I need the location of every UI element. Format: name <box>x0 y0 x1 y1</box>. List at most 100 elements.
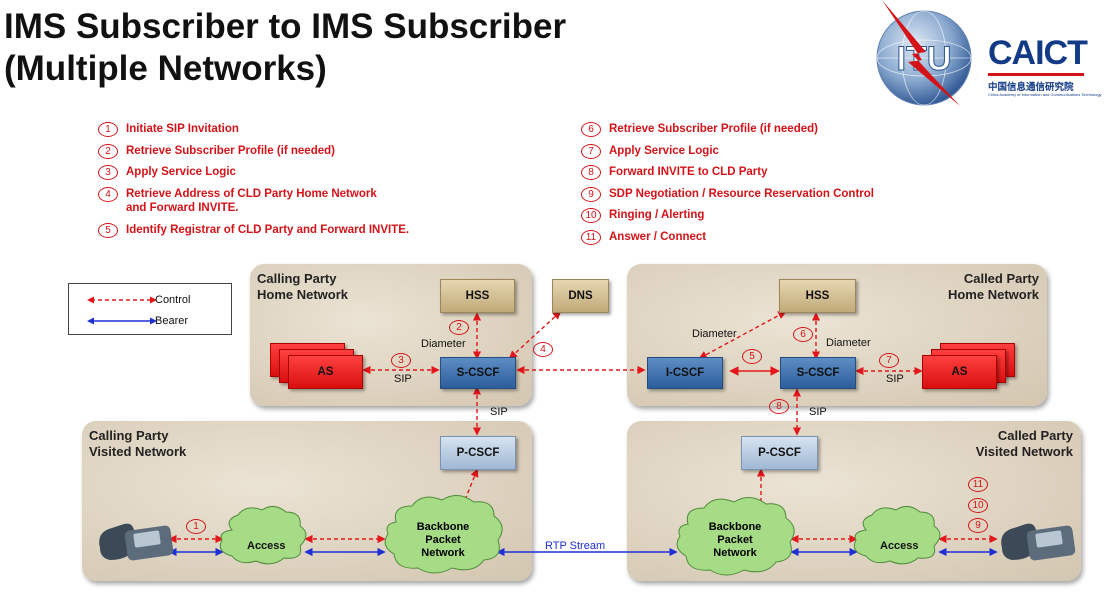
label-line: Visited Network <box>89 444 187 459</box>
access-right-label: Access <box>880 540 919 552</box>
step-number: 11 <box>581 229 601 245</box>
step-number: 3 <box>98 165 118 180</box>
legend-control-label: Control <box>155 294 191 306</box>
step-number: 7 <box>581 143 601 159</box>
step-item: 1 Initiate SIP Invitation <box>98 122 409 144</box>
step-text: Retrieve Subscriber Profile (if needed) <box>609 123 818 135</box>
backbone-left-label: Backbone Packet Network <box>412 521 474 560</box>
calling-visited-network-label: Calling Party Visited Network <box>89 428 186 460</box>
step-text: Retrieve Subscriber Profile (if needed) <box>126 144 335 157</box>
sip-right-label: SIP <box>809 406 827 418</box>
step-item: 11 Answer / Connect <box>581 229 874 252</box>
diameter-right-s-label: Diameter <box>826 337 871 349</box>
title-line-2: (Multiple Networks) <box>4 49 327 88</box>
step-marker-7: 7 <box>879 353 899 368</box>
step-text: Identify Registrar of CLD Party and Forw… <box>126 223 410 236</box>
step-marker-4: 4 <box>533 342 553 357</box>
scscf-right: S-CSCF <box>780 357 856 389</box>
step-item: 2 Retrieve Subscriber Profile (if needed) <box>98 143 409 166</box>
page-title: IMS Subscriber to IMS Subscriber (Multip… <box>4 6 566 90</box>
hss-right: HSS <box>779 279 856 313</box>
steps-list-left: 1 Initiate SIP Invitation 2 Retrieve Subsc… <box>98 122 409 244</box>
as-left: AS <box>288 355 363 389</box>
diameter-left-label: Diameter <box>421 338 466 350</box>
itu-logo: ITU <box>876 0 972 106</box>
calling-home-network-label: Calling Party Home Network <box>257 271 348 303</box>
label-line: Calling Party <box>257 271 337 286</box>
label-line: Called Party <box>997 428 1073 443</box>
step-number: 1 <box>98 122 118 137</box>
scscf-left: S-CSCF <box>440 357 516 389</box>
step-marker-6: 6 <box>793 327 813 342</box>
step-text-continued: and Forward INVITE. <box>126 201 239 214</box>
step-marker-2: 2 <box>449 320 469 335</box>
step-text: Apply Service Logic <box>126 166 236 178</box>
step-item: 7 Apply Service Logic <box>581 143 874 166</box>
label-line: Network <box>713 547 757 559</box>
label-line: Called Party <box>963 271 1039 286</box>
step-text: Initiate SIP Invitation <box>126 123 239 135</box>
access-cloud-left <box>219 506 307 565</box>
legend-bearer-label: Bearer <box>155 315 189 327</box>
caict-chinese-name: 中国信息通信研究院 <box>988 82 1074 93</box>
caict-text: CAICT <box>988 34 1088 72</box>
step-number: 8 <box>581 165 601 180</box>
caict-underline <box>988 73 1084 76</box>
diameter-right-i-label: Diameter <box>692 328 737 340</box>
dns-node: DNS <box>552 279 609 313</box>
sip-as-left-label: SIP <box>394 373 412 385</box>
step-marker-10: 10 <box>968 498 988 513</box>
step-marker-3: 3 <box>391 353 411 368</box>
link-icscf-hss-right <box>698 311 787 359</box>
step-text: Apply Service Logic <box>609 144 719 157</box>
access-left-label: Access <box>247 540 286 552</box>
caict-logo: CAICT 中国信息通信研究院 China Academy of Informa… <box>988 34 1102 104</box>
step-marker-8: 8 <box>769 399 789 414</box>
step-text: Retrieve Address of CLD Party Home Netwo… <box>126 187 377 200</box>
pcscf-right: P-CSCF <box>741 436 818 470</box>
phone-icon-right <box>1001 523 1076 561</box>
step-marker-1: 1 <box>186 519 206 534</box>
steps-list-right: 6 Retrieve Subscriber Profile (if needed)… <box>581 122 874 251</box>
step-text: Answer / Connect <box>609 230 707 243</box>
step-marker-9: 9 <box>968 518 988 533</box>
legend-arrows <box>87 296 157 325</box>
legend: Control Bearer <box>68 283 232 335</box>
step-number: 6 <box>581 122 601 137</box>
step-item: 3 Apply Service Logic <box>98 165 409 187</box>
sip-as-right-label: SIP <box>886 373 904 385</box>
step-number: 2 <box>98 143 118 159</box>
sip-left-label: SIP <box>490 406 508 418</box>
backbone-cloud-left <box>384 495 503 574</box>
legend-control: Control <box>89 293 229 307</box>
step-number: 9 <box>581 186 601 202</box>
step-text: Forward INVITE to CLD Party <box>609 166 768 178</box>
step-text: SDP Negotiation / Resource Reservation C… <box>609 187 874 200</box>
label-line: Calling Party <box>89 428 169 443</box>
label-line: Backbone <box>416 521 470 533</box>
step-item: 8 Forward INVITE to CLD Party <box>581 165 874 187</box>
step-item: 6 Retrieve Subscriber Profile (if needed) <box>581 122 874 144</box>
legend-bearer: Bearer <box>89 314 229 328</box>
icscf-node: I-CSCF <box>647 357 723 389</box>
caict-english-name: China Academy of Information and Communi… <box>988 92 1102 97</box>
label-line: Backbone <box>708 521 762 533</box>
pcscf-left: P-CSCF <box>440 436 516 470</box>
step-text: Ringing / Alerting <box>609 209 705 221</box>
step-item: 4 Retrieve Address of CLD Party Home Netw… <box>98 186 409 223</box>
hss-left: HSS <box>440 279 515 313</box>
label-line: Network <box>421 547 465 559</box>
label-line: Visited Network <box>975 444 1073 459</box>
label-line: Home Network <box>257 287 349 302</box>
backbone-cloud-right <box>676 497 795 576</box>
link-dns-scscf <box>508 310 562 360</box>
backbone-right-label: Backbone Packet Network <box>704 521 766 560</box>
step-number: 4 <box>98 186 118 202</box>
access-cloud-right <box>853 506 941 565</box>
step-item: 9 SDP Negotiation / Resource Reservation … <box>581 186 874 209</box>
phone-icon-left <box>99 523 174 561</box>
label-line: Packet <box>425 534 461 546</box>
